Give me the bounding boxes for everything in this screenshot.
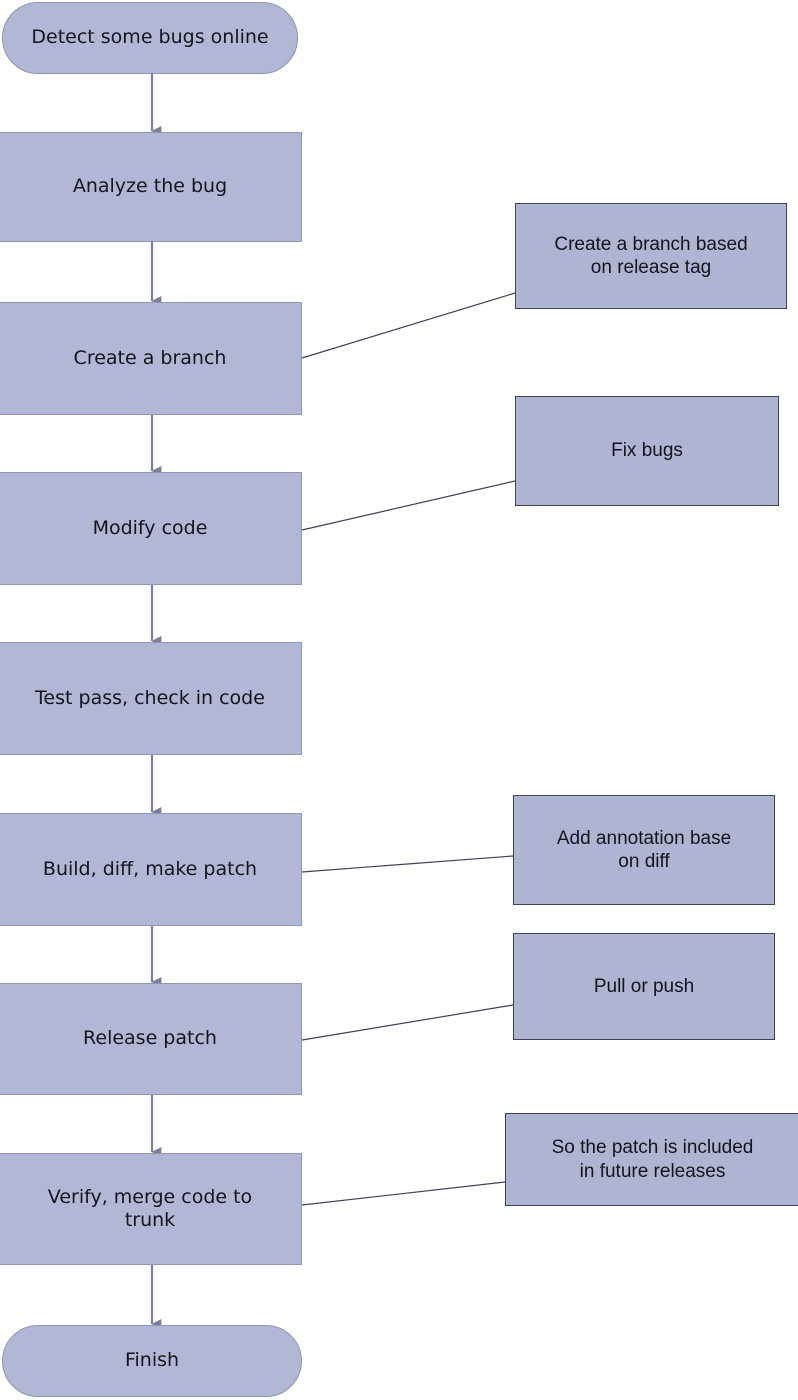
flow-node-create-branch[interactable]: Create a branch: [0, 302, 302, 415]
annotation-label: Pull or push: [593, 975, 695, 997]
annotation-note-add-annotation[interactable]: Add annotation base on diff: [513, 795, 775, 905]
flow-node-label: Build, diff, make patch: [42, 857, 258, 880]
note-connectors: [301, 292, 516, 1206]
flow-node-label: Analyze the bug: [72, 175, 228, 198]
connector-release-patch-note: [301, 1004, 514, 1041]
flow-node-label: Detect some bugs online: [31, 26, 269, 49]
connector-create-branch-note: [301, 292, 516, 359]
annotation-label: Fix bugs: [611, 440, 683, 462]
flow-node-label: Verify, merge code to trunk: [47, 1185, 253, 1231]
annotation-label: Create a branch based on release tag: [554, 233, 748, 278]
flow-node-label: Finish: [124, 1349, 180, 1372]
flow-node-modify-code[interactable]: Modify code: [0, 472, 302, 585]
flow-node-detect[interactable]: Detect some bugs online: [2, 2, 298, 74]
connector-build-patch-note: [301, 855, 514, 873]
flow-node-label: Test pass, check in code: [35, 686, 265, 709]
annotation-label: Add annotation base on diff: [556, 827, 732, 872]
flow-node-build-patch[interactable]: Build, diff, make patch: [0, 813, 302, 926]
connector-modify-code-note: [301, 480, 516, 531]
flow-node-label: Create a branch: [73, 346, 227, 369]
flow-node-test-checkin[interactable]: Test pass, check in code: [0, 642, 302, 755]
flow-node-release-patch[interactable]: Release patch: [0, 983, 302, 1095]
annotation-note-branch-tag[interactable]: Create a branch based on release tag: [515, 203, 787, 309]
flow-node-label: Modify code: [92, 516, 208, 539]
annotation-label: So the patch is included in future relea…: [551, 1137, 754, 1182]
annotation-note-fix-bugs[interactable]: Fix bugs: [515, 396, 779, 506]
flow-node-analyze[interactable]: Analyze the bug: [0, 132, 302, 242]
flow-node-verify-merge[interactable]: Verify, merge code to trunk: [0, 1153, 302, 1265]
flow-node-finish[interactable]: Finish: [2, 1325, 302, 1397]
annotation-note-pull-push[interactable]: Pull or push: [513, 933, 775, 1040]
connector-verify-merge-note: [301, 1181, 506, 1206]
annotation-note-future-releases[interactable]: So the patch is included in future relea…: [505, 1113, 798, 1206]
flow-node-label: Release patch: [83, 1027, 217, 1050]
